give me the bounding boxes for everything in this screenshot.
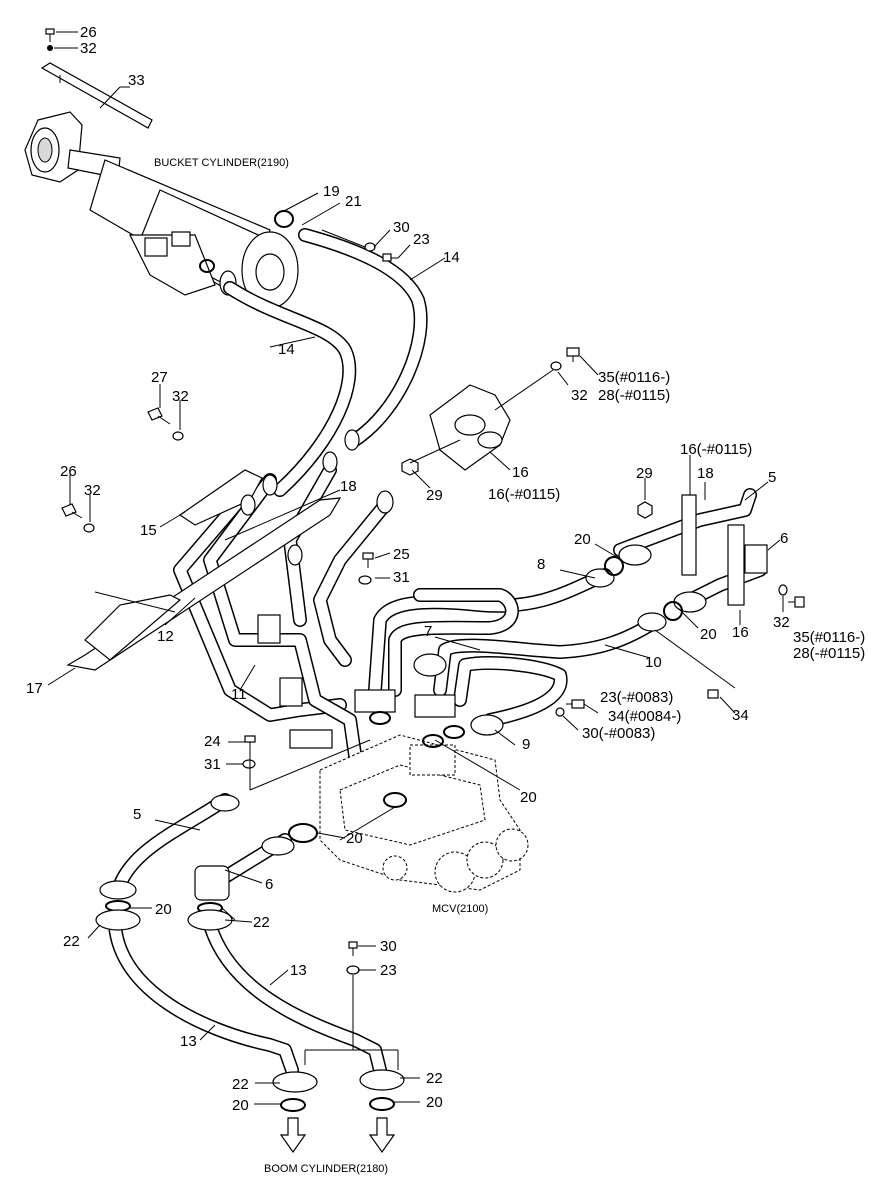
bolt-icon (147, 407, 171, 425)
callout-label: 25 (393, 546, 410, 563)
callout-labels: 26 32 33 19 21 30 23 14 14 35(#0116-) 28… (26, 24, 865, 1114)
bolt-icon (61, 503, 83, 519)
nut-icon (401, 458, 419, 476)
bolt-icon (382, 253, 398, 262)
clamp-parts (66, 384, 768, 789)
callout-label: 20 (346, 830, 363, 847)
callout-label: 23(-#0083) (600, 689, 673, 706)
bolt-icon (348, 941, 358, 956)
washer-icon (778, 584, 788, 596)
washer-icon (83, 523, 95, 533)
callout-label: 34(#0084-) (608, 708, 681, 725)
washer-icon (172, 431, 184, 441)
washer-icon (555, 707, 565, 717)
bucket-cylinder-caption: BUCKET CYLINDER(2190) (154, 157, 289, 169)
callout-label: 33 (128, 72, 145, 89)
callout-label: 22 (253, 914, 270, 931)
callout-label: 17 (26, 680, 43, 697)
callout-label: 29 (426, 487, 443, 504)
leader-lines (47, 31, 784, 1105)
callout-label: 30(-#0083) (582, 725, 655, 742)
lower-flanges (95, 210, 683, 1112)
callout-label: 22 (63, 933, 80, 950)
callout-label: 31 (204, 756, 221, 773)
callout-label: 30 (393, 219, 410, 236)
callout-label: 26 (80, 24, 97, 41)
callout-label: 18 (697, 465, 714, 482)
bolt-icon (707, 689, 719, 699)
callout-label: 7 (424, 623, 432, 640)
callout-label: 20 (520, 789, 537, 806)
callout-label: 20 (155, 901, 172, 918)
washer-icon (358, 575, 372, 585)
fastener-icons (45, 28, 805, 975)
callout-label: 32 (172, 388, 189, 405)
callout-label: 34 (732, 707, 749, 724)
callout-label: 27 (151, 369, 168, 386)
bolt-icon (566, 699, 585, 709)
mcv-body-drawing (319, 734, 529, 893)
callout-label: 8 (537, 556, 545, 573)
washer-icon (550, 361, 562, 371)
callout-label: 35(#0116-) (598, 369, 670, 386)
mcv-caption: MCV(2100) (432, 903, 488, 915)
callout-label: 35(#0116-) (793, 629, 865, 646)
callout-label: 9 (522, 736, 530, 753)
boom-cylinder-arrows (279, 1117, 396, 1154)
callout-label: 18 (340, 478, 357, 495)
callout-label: 30 (380, 938, 397, 955)
callout-label: 14 (443, 249, 460, 266)
callout-label: 16(-#0115) (488, 486, 560, 503)
washer-icon (364, 242, 376, 252)
boom-cylinder-caption: BOOM CYLINDER(2180) (264, 1163, 388, 1175)
callout-label: 32 (773, 614, 790, 631)
callout-label: 26 (60, 463, 77, 480)
bucket-cylinder-drawing (24, 62, 299, 309)
callout-label: 10 (645, 654, 662, 671)
callout-label: 13 (180, 1033, 197, 1050)
callout-label: 13 (290, 962, 307, 979)
callout-label: 5 (768, 469, 776, 486)
bolt-icon (362, 552, 374, 568)
callout-label: 32 (80, 40, 97, 57)
washer-icon (47, 45, 53, 51)
callout-label: 29 (636, 465, 653, 482)
callout-label: 15 (140, 522, 157, 539)
callout-label: 6 (265, 876, 273, 893)
nut-icon (637, 501, 653, 519)
callout-label: 24 (204, 733, 221, 750)
bolt-icon (45, 28, 55, 42)
callout-label: 12 (157, 628, 174, 645)
callout-label: 20 (574, 531, 591, 548)
callout-label: 20 (700, 626, 717, 643)
callout-label: 19 (323, 183, 340, 200)
callout-label: 20 (232, 1097, 249, 1114)
pipe-lines (108, 228, 767, 1077)
callout-label: 5 (133, 806, 141, 823)
callout-label: 22 (426, 1070, 443, 1087)
callout-label: 28(-#0115) (598, 387, 670, 404)
callout-label: 20 (426, 1094, 443, 1111)
callout-label: 31 (393, 569, 410, 586)
callout-label: 16(-#0115) (680, 441, 752, 458)
bolt-icon (566, 347, 580, 362)
bolt-icon (788, 596, 805, 608)
callout-label: 23 (413, 231, 430, 248)
callout-label: 32 (571, 387, 588, 404)
callout-label: 28(-#0115) (793, 645, 865, 662)
callout-label: 14 (278, 341, 295, 358)
bolt-icon (244, 735, 256, 750)
callout-label: 11 (231, 686, 247, 703)
callout-label: 21 (345, 193, 362, 210)
washer-icon (346, 965, 360, 975)
callout-label: 16 (732, 624, 749, 641)
callout-label: 23 (380, 962, 397, 979)
washer-icon (242, 759, 256, 769)
callout-label: 22 (232, 1076, 249, 1093)
callout-label: 6 (780, 530, 788, 547)
callout-label: 32 (84, 482, 101, 499)
callout-label: 16 (512, 464, 529, 481)
